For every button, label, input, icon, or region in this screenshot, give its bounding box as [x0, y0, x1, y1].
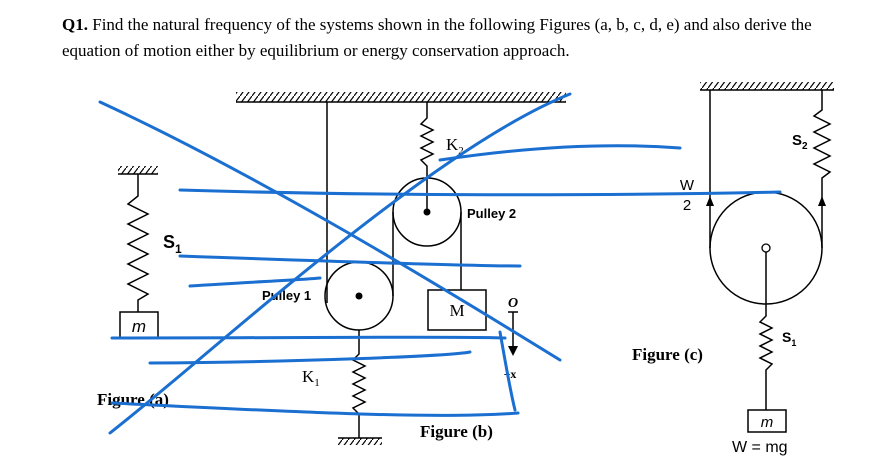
fig-c-spring-s1	[758, 252, 774, 410]
fig-c-spring-s2	[812, 90, 832, 248]
figure-b: K2 Pulley 2 Pulley 1 K1 M O +x Figure (b…	[236, 92, 566, 445]
strike-line	[178, 188, 782, 197]
fig-c-mass-block	[747, 409, 787, 433]
strike-line	[438, 144, 682, 162]
strike-line	[98, 100, 562, 362]
fig-a-spring-s1	[126, 174, 150, 312]
strike-line	[178, 254, 522, 268]
figure-a: S1 m Figure (a)	[97, 166, 182, 409]
fig-a-ceiling-hatch	[118, 166, 158, 174]
fig-c-pulley-axle	[761, 243, 771, 253]
fig-c-tension-denominator: 2	[683, 197, 691, 214]
fig-b-origin-label: O	[508, 296, 518, 311]
fig-c-weight-label: W = mg	[732, 439, 788, 456]
question-text-block: Q1. Find the natural frequency of the sy…	[62, 12, 862, 64]
fig-b-caption: Figure (b)	[420, 422, 493, 441]
fig-c-caption: Figure (c)	[632, 345, 703, 364]
fig-b-ceiling-hatch	[236, 92, 566, 102]
question-body: Find the natural frequency of the system…	[62, 15, 812, 60]
fig-b-k1-label: K1	[302, 367, 320, 389]
fig-b-ground-hatch	[338, 438, 382, 445]
strike-line	[498, 330, 517, 412]
strike-line	[108, 92, 572, 435]
fig-a-mass-label: m	[132, 317, 146, 336]
fig-b-pulley-1-label: Pulley 1	[262, 288, 311, 303]
figure-c: S2 W 2 S1 m W = mg Figure (c)	[632, 82, 834, 456]
fig-b-pulley-1-axle	[355, 292, 363, 300]
strike-line	[110, 401, 520, 417]
fig-c-s2-label: S2	[792, 132, 808, 152]
fig-b-pulley-2-label: Pulley 2	[467, 206, 516, 221]
fig-c-mass-label: m	[761, 414, 774, 431]
fig-c-ceiling-hatch	[700, 82, 834, 90]
pen-strike-annotations	[98, 92, 782, 435]
fig-b-mass-label: M	[449, 301, 464, 320]
fig-a-s1-label: S1	[163, 232, 182, 256]
strike-line	[188, 276, 322, 288]
fig-b-spring-k1	[351, 330, 367, 438]
fig-b-k2-label: K2	[446, 135, 464, 157]
strike-line	[148, 350, 472, 365]
fig-c-tension-numerator: W	[680, 177, 695, 194]
fig-c-s1-label: S1	[782, 329, 796, 348]
question-number: Q1.	[62, 15, 88, 34]
strike-line	[110, 335, 507, 340]
fig-b-spring-k2	[419, 102, 435, 178]
